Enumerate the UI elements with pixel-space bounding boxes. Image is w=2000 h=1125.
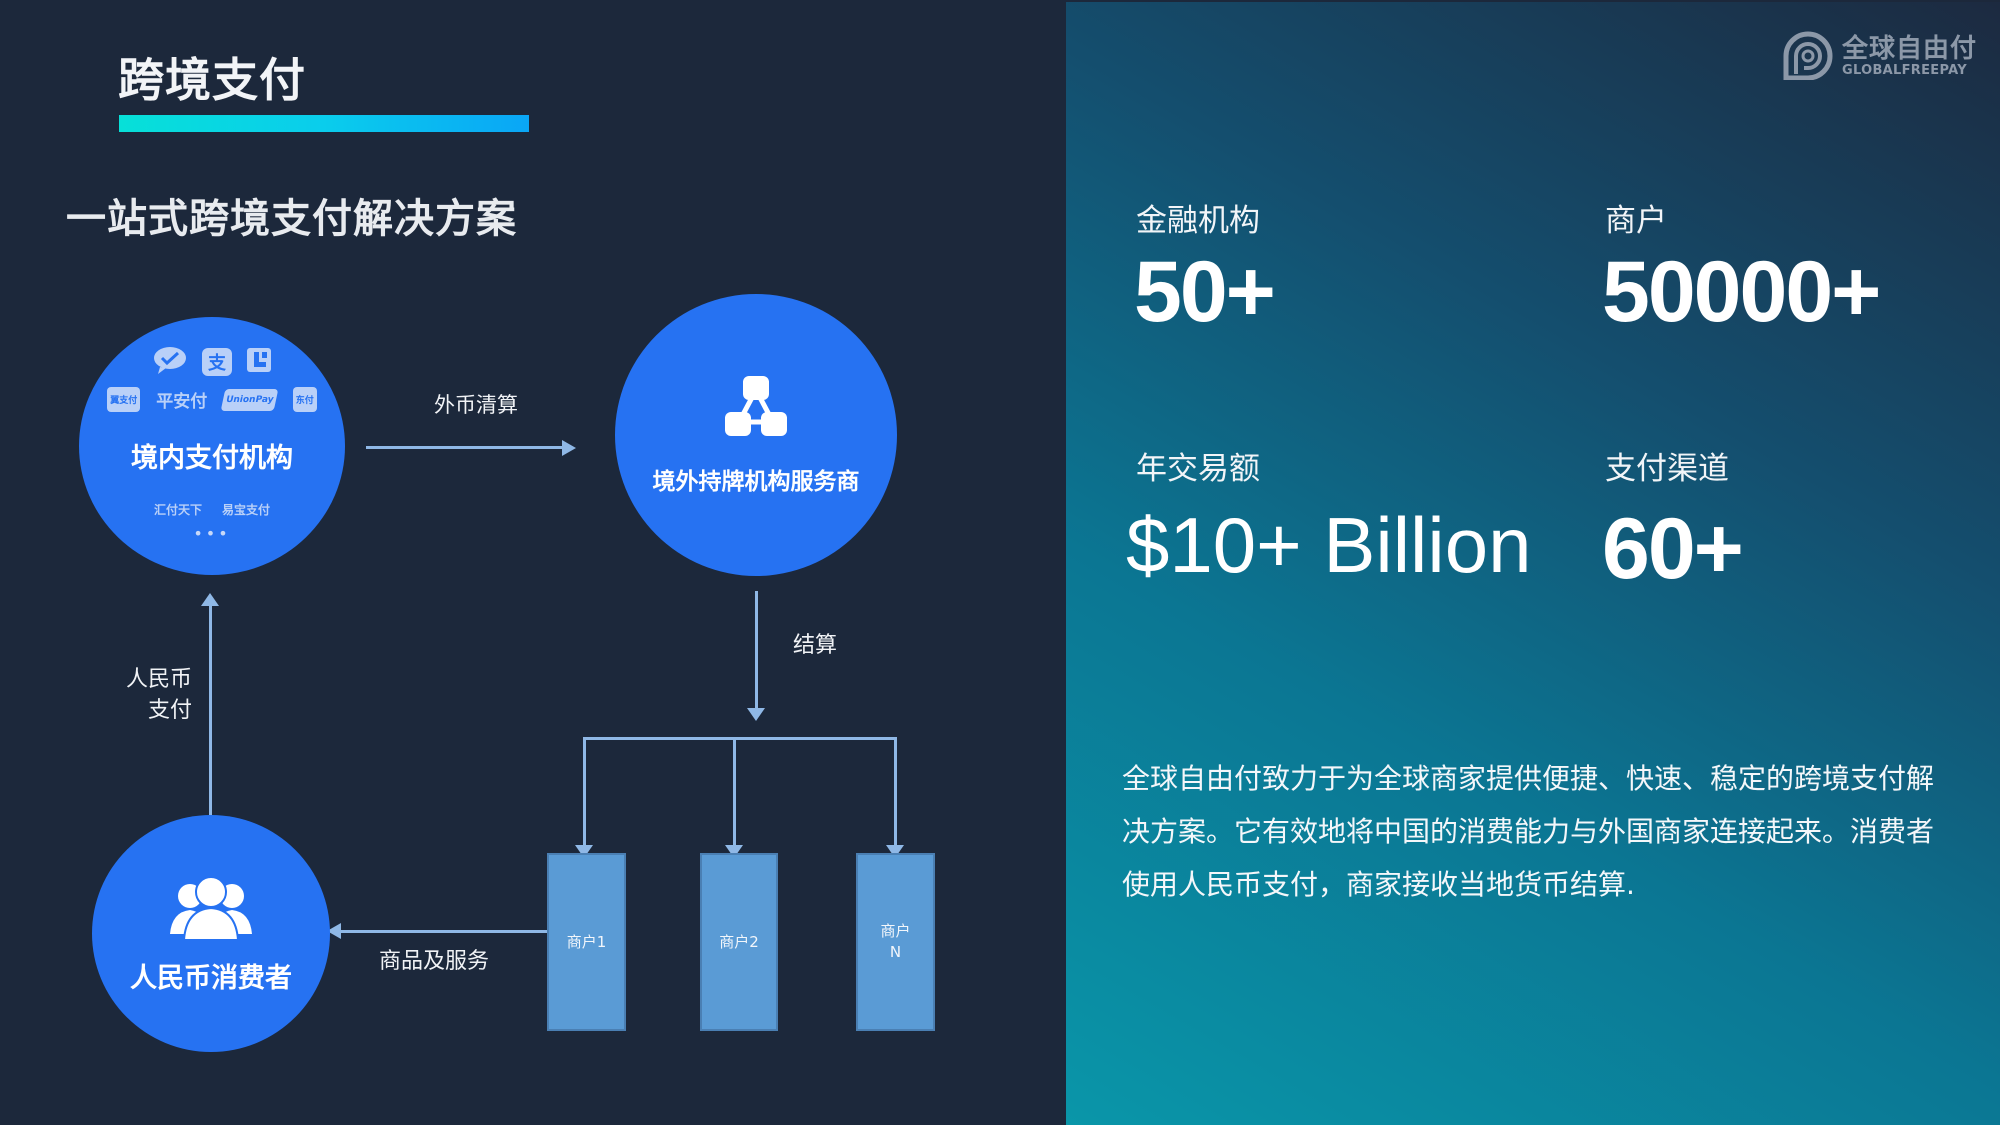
branch-horizontal-line [583, 737, 896, 740]
node-rmb-consumer: 人民币消费者 [92, 815, 330, 1052]
arrow-right-icon [562, 440, 576, 456]
edge-label-settlement: 结算 [793, 633, 838, 658]
page-title: 跨境支付 [118, 53, 306, 107]
globalfreepay-logo-icon [1782, 30, 1834, 84]
yeepay-logo: 易宝支付 [222, 503, 271, 517]
node-domestic-payment-institutions: 支 翼支付 平安付 UnionPay 东付 境内支付机构 汇付天下 易宝支付 •… [79, 317, 345, 575]
dongfu-logo: 东付 [292, 387, 317, 412]
company-description: 全球自由付致力于为全球商家提供便捷、快速、稳定的跨境支付解决方案。它有效地将中国… [1122, 762, 1935, 901]
unionpay-logo: UnionPay [220, 388, 280, 411]
page-subtitle: 一站式跨境支付解决方案 [66, 196, 517, 242]
branch-line-merchant-2 [733, 737, 736, 847]
wechat-pay-icon [152, 345, 188, 379]
merchant-box-2: 商户2 [700, 853, 778, 1031]
title-accent-bar [119, 115, 529, 132]
arrow-rmb-payment-line [209, 605, 212, 815]
brand-logo: 全球自由付 GLOBALFREEPAY [1782, 30, 1977, 84]
edge-label-line: 人民币 [125, 667, 192, 692]
edge-label-line: 支付 [147, 698, 192, 723]
arrow-left-icon [327, 923, 341, 939]
node-label: 境外持牌机构服务商 [652, 469, 860, 495]
merchant-box-1: 商户1 [547, 853, 626, 1031]
stat-value-financial-institutions: 50+ [1134, 244, 1276, 340]
stat-value-annual-volume: $10+ Billion [1126, 501, 1532, 589]
node-overseas-licensed-provider: 境外持牌机构服务商 [615, 294, 897, 576]
stat-label-annual-volume: 年交易额 [1136, 451, 1260, 487]
alipay-icon: 支 [202, 348, 232, 376]
brand-name-en: GLOBALFREEPAY [1842, 63, 1967, 78]
arrow-down-icon [747, 708, 765, 721]
bestpay-logo: 翼支付 [107, 387, 141, 412]
merchant-box-n: 商户 N [856, 853, 935, 1031]
stat-value-merchants: 50000+ [1602, 244, 1881, 340]
arrow-up-icon [201, 593, 219, 606]
payment-logos-row-2: 翼支付 平安付 UnionPay 东付 [107, 387, 317, 412]
arrow-settlement-line [755, 591, 758, 709]
stat-label-payment-channels: 支付渠道 [1605, 451, 1729, 487]
users-group-icon [166, 872, 256, 946]
brand-wordmark: 全球自由付 GLOBALFREEPAY [1842, 35, 1977, 79]
arrow-fx-clearing-line [366, 446, 566, 449]
node-label: 境内支付机构 [131, 443, 293, 474]
edge-label-fx-clearing: 外币清算 [434, 393, 518, 417]
stat-value-payment-channels: 60+ [1602, 501, 1744, 597]
brand-name-cn: 全球自由付 [1842, 34, 1978, 64]
more-indicator: ••• [193, 524, 231, 543]
stat-label-financial-institutions: 金融机构 [1136, 203, 1260, 239]
node-label: 人民币消费者 [130, 963, 292, 994]
lakala-icon [246, 347, 272, 377]
payment-logos-row-1: 支 [152, 345, 272, 379]
stat-label-merchants: 商户 [1605, 203, 1667, 239]
edge-label-goods-services: 商品及服务 [379, 949, 490, 974]
stats-panel [1066, 2, 2000, 1125]
payment-logos-row-3: 汇付天下 易宝支付 [154, 501, 270, 518]
branch-line-merchant-n [894, 737, 897, 847]
arrow-goods-services-line [340, 930, 547, 933]
edge-label-rmb-payment: 人民币 支付 [118, 664, 192, 726]
chinapnr-logo: 汇付天下 [153, 503, 202, 517]
pingan-pay-logo: 平安付 [156, 392, 208, 412]
network-nodes-icon [723, 374, 789, 444]
branch-line-merchant-1 [583, 737, 586, 847]
